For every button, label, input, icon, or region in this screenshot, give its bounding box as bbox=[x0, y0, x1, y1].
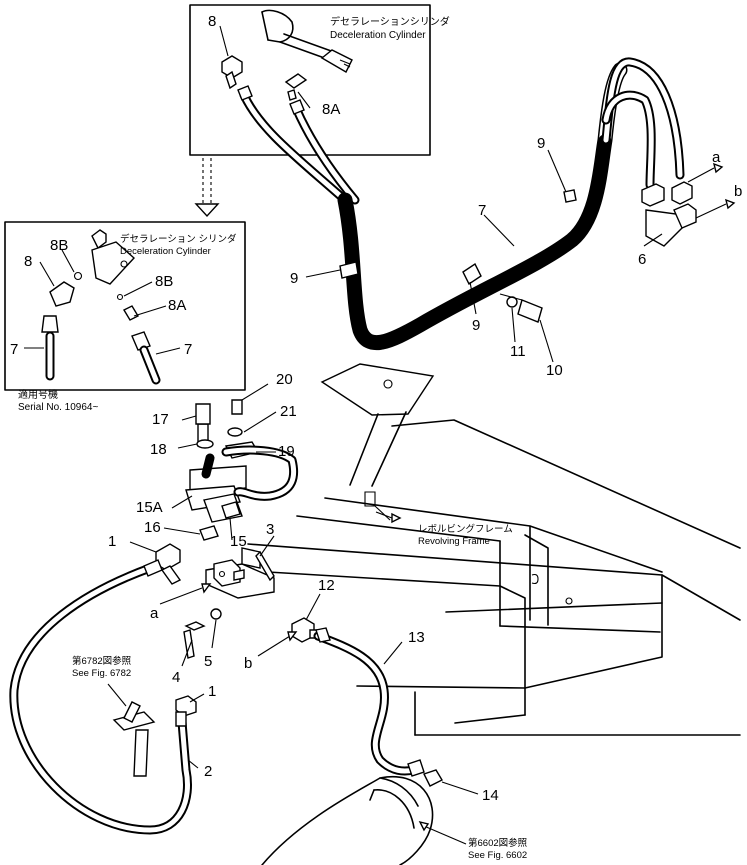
callout-21: 21 bbox=[280, 403, 297, 420]
top-inset: 8 8A デセラレーションシリンダ Deceleration Cylinder bbox=[189, 4, 450, 205]
callout-18: 18 bbox=[150, 441, 167, 458]
note-fig6782-jp: 第6782図参照 bbox=[72, 655, 132, 667]
callout-7-inset-left: 7 bbox=[10, 341, 18, 358]
callout-16: 16 bbox=[144, 519, 161, 536]
note-fig6782-en: See Fig. 6782 bbox=[72, 668, 131, 679]
callout-7: 7 bbox=[478, 202, 486, 219]
callout-b-top: b bbox=[734, 183, 742, 200]
note-frame-en: Revolving Frame bbox=[418, 536, 490, 547]
hose-2: 1 2 bbox=[9, 559, 216, 835]
callout-2: 2 bbox=[204, 763, 212, 780]
callout-7-inset-right: 7 bbox=[184, 341, 192, 358]
callout-9-mid: 9 bbox=[472, 317, 480, 334]
callout-12: 12 bbox=[318, 577, 335, 594]
callout-15a: 15A bbox=[136, 499, 163, 516]
callout-11: 11 bbox=[510, 343, 526, 360]
fitting-block-6: a b 6 bbox=[638, 149, 742, 268]
note-fig6602-en: See Fig. 6602 bbox=[468, 850, 527, 861]
callout-a-top: a bbox=[712, 149, 721, 166]
callout-1-bottom: 1 bbox=[208, 683, 216, 700]
note-fig6602-jp: 第6602図参照 bbox=[468, 837, 528, 849]
callout-1-top: 1 bbox=[108, 533, 116, 550]
note-serial-jp: 適用号機 bbox=[18, 388, 58, 401]
callout-8B-2: 8B bbox=[155, 273, 173, 290]
note-decel-jp-2: デセラレーション シリンダ bbox=[120, 233, 237, 245]
fig6602-note: 第6602図参照 See Fig. 6602 bbox=[418, 820, 528, 861]
callout-5: 5 bbox=[204, 653, 212, 670]
callout-17: 17 bbox=[152, 411, 169, 428]
callout-8a-inset: 8A bbox=[168, 297, 186, 314]
note-decel-en: Deceleration Cylinder bbox=[330, 30, 426, 41]
callout-8: 8 bbox=[208, 13, 216, 30]
valve-assembly: 17 18 20 21 19 15A 16 15 bbox=[136, 371, 299, 550]
callout-9-left: 9 bbox=[290, 270, 298, 287]
hose-bundle-7: 7 9 9 9 11 10 bbox=[290, 57, 685, 379]
bracket-assembly: 1 4 5 3 a b 12 bbox=[108, 521, 335, 686]
callout-6: 6 bbox=[638, 251, 646, 268]
callout-20: 20 bbox=[276, 371, 293, 388]
note-serial-en: Serial No. 10964~ bbox=[18, 402, 98, 413]
tee-fitting: 第6782図参照 See Fig. 6782 bbox=[72, 655, 156, 777]
callout-b-low: b bbox=[244, 655, 252, 672]
callout-a-low: a bbox=[150, 605, 159, 622]
callout-8B-1: 8B bbox=[50, 237, 68, 254]
callout-3: 3 bbox=[266, 521, 274, 538]
inset-arrow bbox=[194, 158, 220, 218]
swing-cylinder bbox=[261, 775, 434, 865]
callout-8a: 8A bbox=[322, 101, 340, 118]
callout-19: 19 bbox=[278, 443, 295, 460]
callout-14: 14 bbox=[482, 787, 499, 804]
callout-8-inset: 8 bbox=[24, 253, 32, 270]
frame-note: レボルビングフレーム Revolving Frame bbox=[375, 511, 513, 547]
callout-13: 13 bbox=[408, 629, 425, 646]
callout-4: 4 bbox=[172, 669, 180, 686]
callout-10: 10 bbox=[546, 362, 563, 379]
hose-13: 13 14 bbox=[313, 627, 499, 804]
callout-9-right: 9 bbox=[537, 135, 545, 152]
left-inset: 8 8B 8B 8A 7 7 デセラレーション シリンダ Deceleratio… bbox=[4, 221, 246, 391]
note-frame-jp: レボルビングフレーム bbox=[418, 523, 513, 535]
callout-15: 15 bbox=[230, 533, 247, 550]
note-decel-en-2: Deceleration Cylinder bbox=[120, 246, 211, 257]
note-decel-jp: デセラレーションシリンダ bbox=[330, 15, 450, 28]
revolving-frame bbox=[247, 363, 741, 736]
